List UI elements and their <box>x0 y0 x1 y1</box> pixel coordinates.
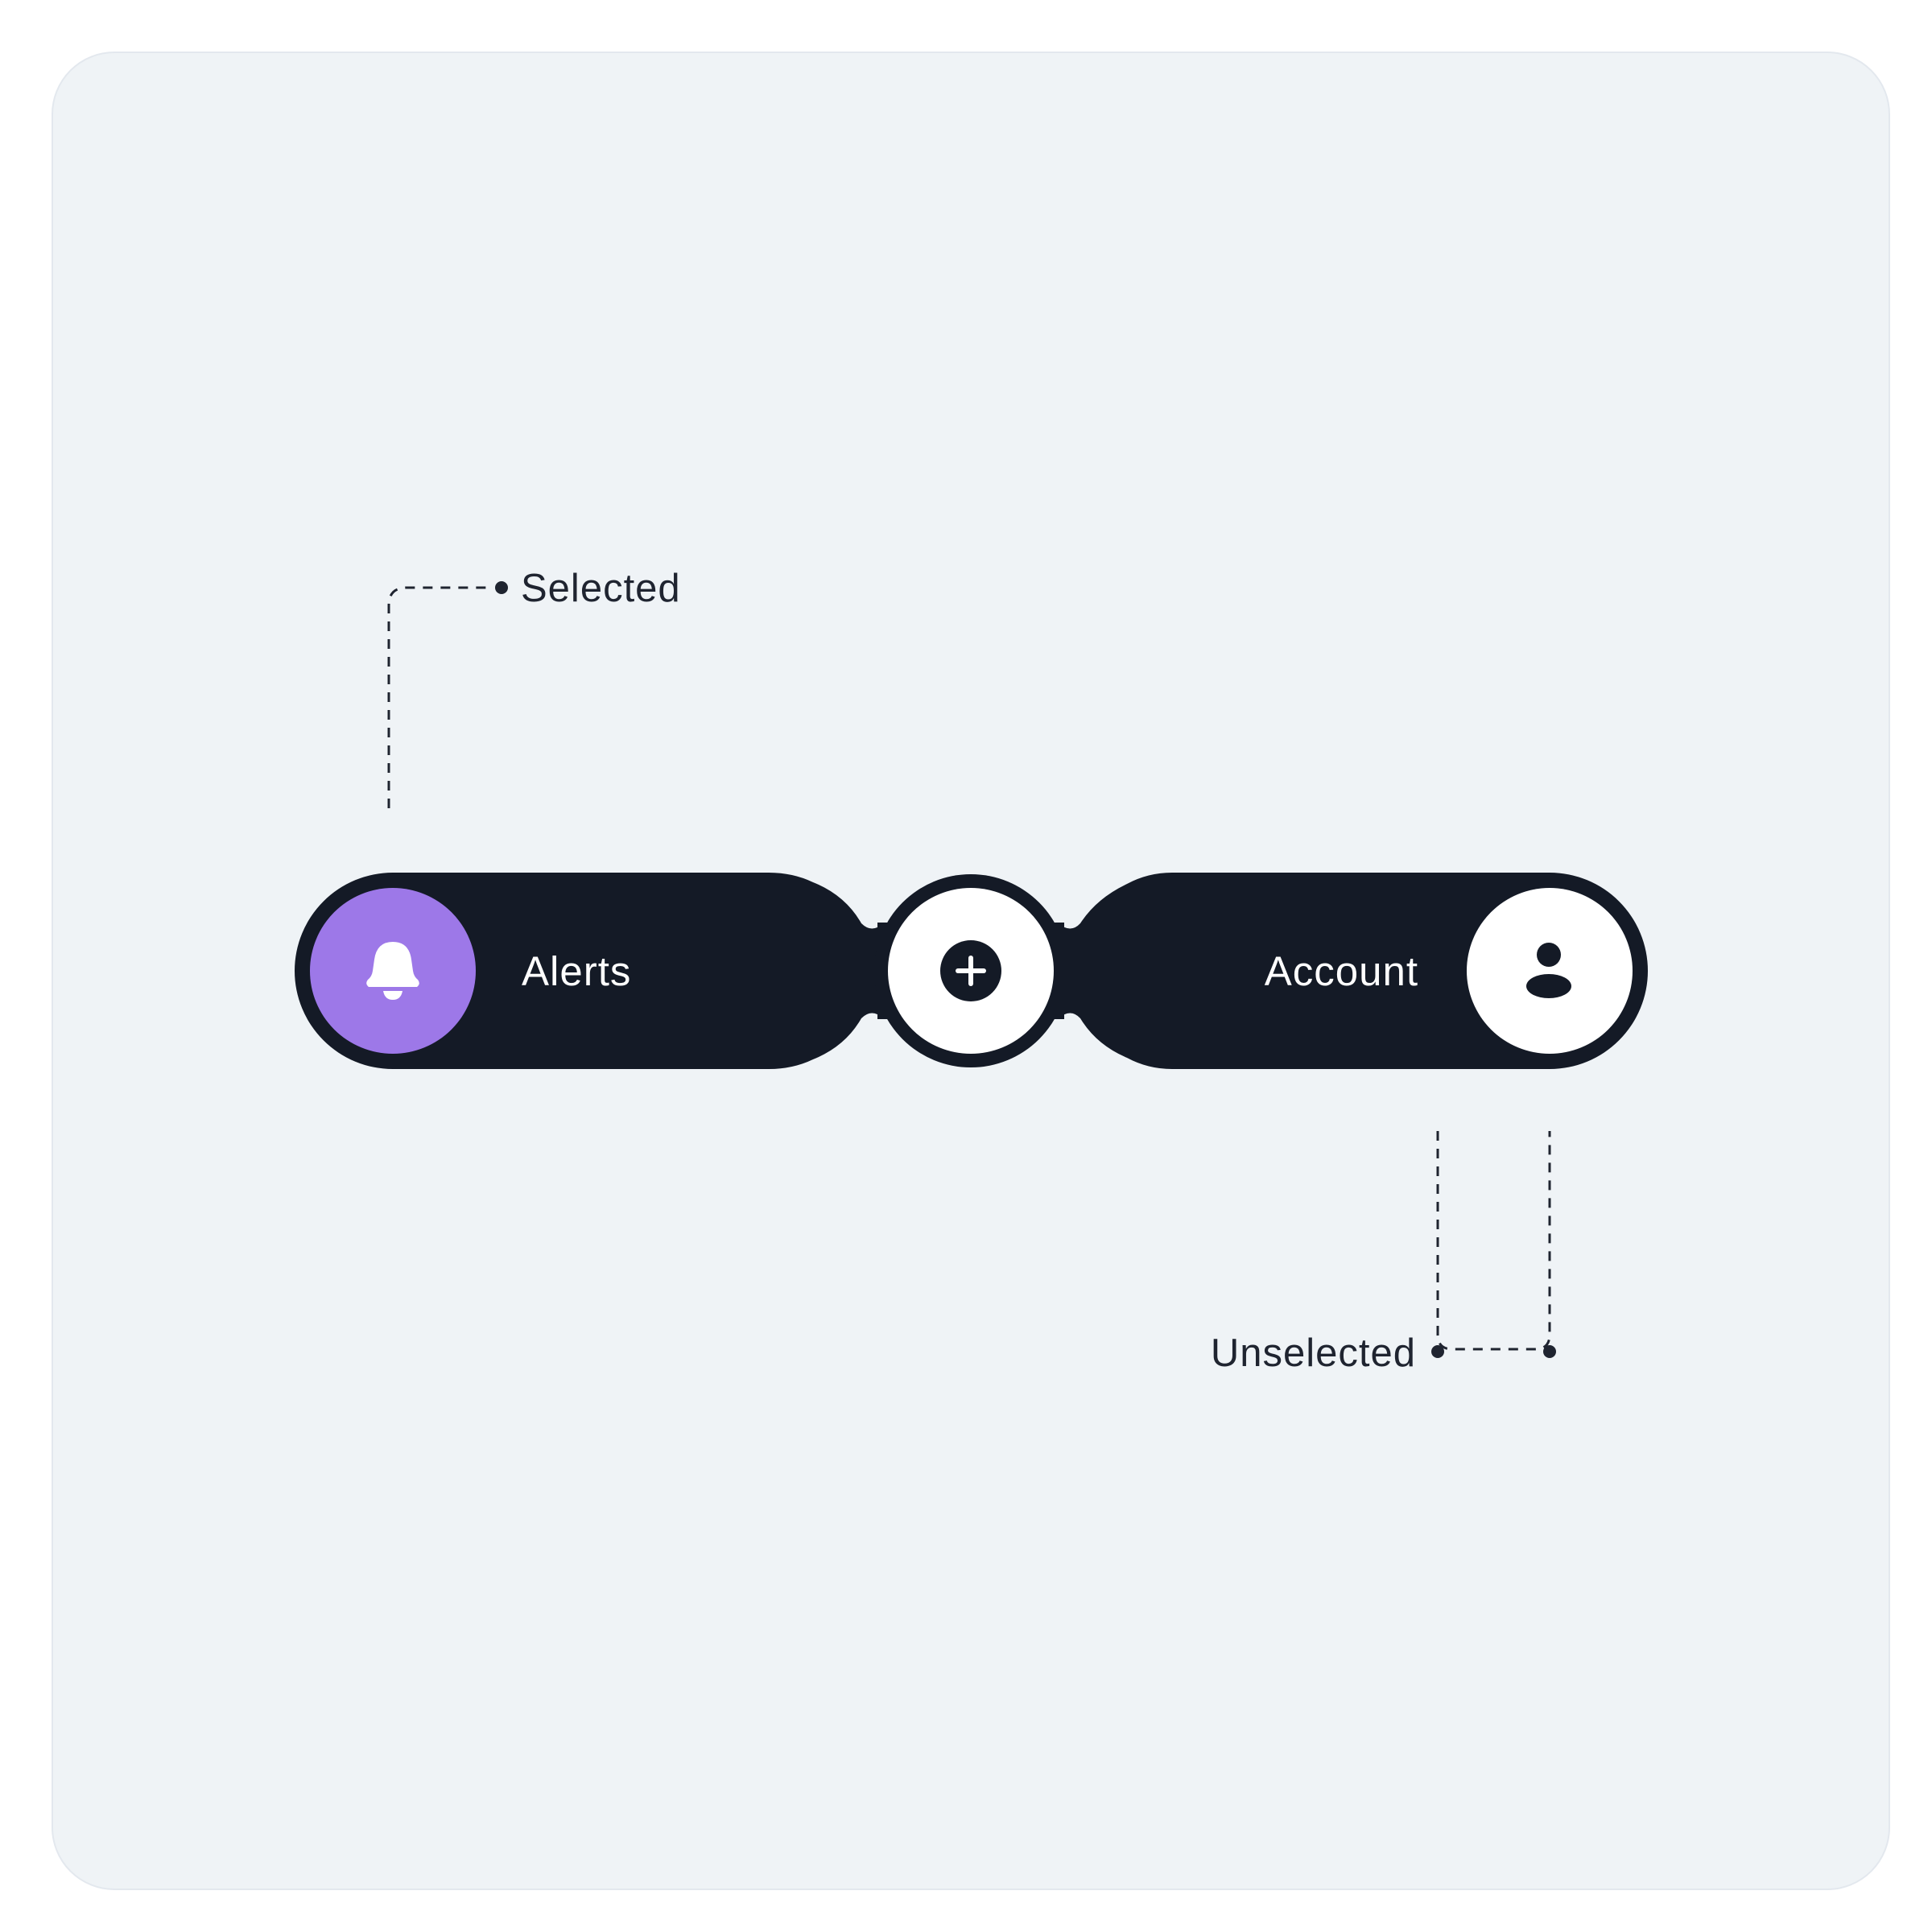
annotation-unselected-label: Unselected <box>1211 1331 1416 1375</box>
plus-icon <box>940 940 1001 1001</box>
nav-item-add[interactable] <box>888 888 1054 1054</box>
nav-item-account[interactable]: Account <box>1265 888 1633 1054</box>
bell-icon <box>366 942 419 1000</box>
nav-label-account: Account <box>1265 948 1418 994</box>
annotation-selected: Selected <box>387 567 681 808</box>
user-icon <box>1526 943 1571 998</box>
annotation-selected-label: Selected <box>521 567 681 610</box>
nav-label-alerts: Alerts <box>522 948 631 994</box>
account-button-circle <box>1467 888 1633 1054</box>
annotation-unselected: Unselected <box>1211 1131 1556 1375</box>
nav-item-alerts[interactable]: Alerts <box>310 888 631 1054</box>
